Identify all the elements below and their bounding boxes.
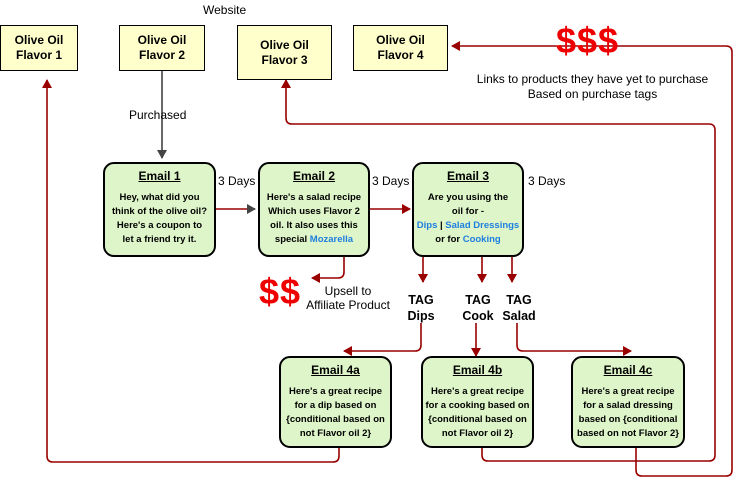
email-1-line: let a friend try it. <box>122 234 197 245</box>
email-3-title: Email 3 <box>446 169 490 183</box>
email-4c-title: Email 4c <box>603 363 653 377</box>
email-4a-line: for a dip based on <box>294 400 377 411</box>
email-4a-node[interactable]: Email 4a Here's a great recipe for a dip… <box>279 356 392 448</box>
email-4b-node[interactable]: Email 4b Here's a great recipe for a coo… <box>421 356 534 448</box>
delay-label-3: 3 Days <box>528 174 566 188</box>
email-1-line: Hey, what did you <box>119 192 200 203</box>
email-2-body: Here's a salad recipe Which uses Flavor … <box>260 191 368 247</box>
email-4a-body: Here's a great recipe for a dip based on… <box>281 385 390 441</box>
email-4c-body: Here's a great recipe for a salad dressi… <box>573 385 683 441</box>
upsell-label: Upsell to Affiliate Product <box>305 284 391 312</box>
product-flavor-3[interactable]: Olive Oil Flavor 3 <box>237 25 332 80</box>
tag-salad: TAG Salad <box>502 293 536 323</box>
email-2-line: special <box>274 234 310 245</box>
arrow-dips-email4a <box>343 323 422 356</box>
links-note-line2: Based on purchase tags <box>527 87 658 101</box>
email-4a-line: not Flavor oil 2} <box>299 428 372 439</box>
salad-dressings-link[interactable]: Salad Dressings <box>445 220 520 231</box>
purchased-label: Purchased <box>129 108 187 122</box>
links-note-line1: Links to products they have yet to purch… <box>476 72 709 86</box>
email-2-title: Email 2 <box>292 169 336 183</box>
product-flavor-1[interactable]: Olive Oil Flavor 1 <box>0 25 78 71</box>
email-3-node[interactable]: Email 3 Are you using the oil for - Dips… <box>412 162 524 257</box>
big-money-text: $$$ <box>556 20 620 61</box>
email-3-line: Are you using the <box>427 192 509 203</box>
product-flavor-2[interactable]: Olive Oil Flavor 2 <box>119 25 205 71</box>
cooking-link[interactable]: Cooking <box>462 234 501 245</box>
email-4a-line: {conditional based on <box>286 414 385 425</box>
delay-label-2: 3 Days <box>372 174 410 188</box>
email-4b-title: Email 4b <box>452 363 503 377</box>
email-2-line: Which uses Flavor 2 <box>268 206 360 217</box>
mozarella-link[interactable]: Mozarella <box>309 234 354 245</box>
email-4c-line: based on not Flavor 2} <box>577 428 679 439</box>
option-separator: | <box>437 220 446 231</box>
email-1-body: Hey, what did you think of the olive oil… <box>105 191 214 247</box>
email-1-line: think of the olive oil? <box>112 206 207 217</box>
tag-dips: TAG Dips <box>407 293 435 323</box>
link-back-email4b-flavor3 <box>281 79 716 462</box>
link-back-email4a-flavor1 <box>42 79 340 463</box>
email-4b-line: not Flavor oil 2} <box>441 428 514 439</box>
email-2-node[interactable]: Email 2 Here's a salad recipe Which uses… <box>258 162 370 257</box>
link-back-email4c-flavor4 <box>451 41 733 477</box>
website-label: Website <box>203 3 247 17</box>
product-flavor-4[interactable]: Olive Oil Flavor 4 <box>353 25 448 71</box>
small-money-text: $$ <box>259 271 302 312</box>
email-2-line: Here's a salad recipe <box>266 192 362 203</box>
email-4b-line: for a cooking based on <box>425 400 530 411</box>
email-1-line: Here's a coupon to <box>116 220 203 231</box>
email-1-node[interactable]: Email 1 Hey, what did you think of the o… <box>103 162 216 257</box>
email-4c-line: Here's a great recipe <box>581 386 675 397</box>
email-3-line: oil for - <box>451 206 485 217</box>
email-4a-line: Here's a great recipe <box>288 386 383 397</box>
upsell-line1: Upsell to <box>324 284 372 298</box>
email-4c-line: for a salad dressing <box>583 400 673 411</box>
arrow-email2-upsell <box>311 256 345 283</box>
email-4c-line: based on {conditional <box>578 414 678 425</box>
email-4a-title: Email 4a <box>311 363 360 377</box>
email-3-body: Are you using the oil for - Dips | Salad… <box>414 191 522 247</box>
email-2-line: oil. It also uses this <box>270 220 358 231</box>
email-4b-line: Here's a great recipe <box>430 386 525 397</box>
arrow-salad-email4c <box>516 323 632 356</box>
email-4b-line: {conditional based on <box>428 414 527 425</box>
upsell-line2: Affiliate Product <box>306 298 390 312</box>
dips-link[interactable]: Dips <box>416 220 438 231</box>
email-3-line: or for <box>435 234 463 245</box>
tag-cook: TAG Cook <box>462 293 494 323</box>
email-4c-node[interactable]: Email 4c Here's a great recipe for a sal… <box>571 356 685 448</box>
delay-label-1: 3 Days <box>218 174 256 188</box>
links-note: Links to products they have yet to purch… <box>470 72 715 102</box>
email-1-title: Email 1 <box>138 169 181 183</box>
email-4b-body: Here's a great recipe for a cooking base… <box>423 385 532 441</box>
